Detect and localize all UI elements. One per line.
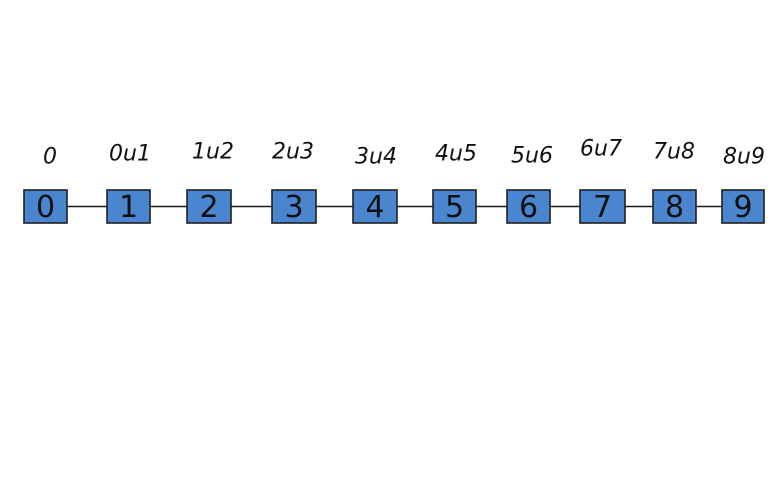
node-digit-2: 2 (199, 190, 218, 225)
top-label-9: 8u9 (723, 145, 765, 170)
node-digit-3: 3 (284, 190, 303, 225)
top-labels-group: 0 0u1 1u2 2u3 3u4 4u5 5u6 6u7 7u8 8u9 (43, 137, 765, 170)
node-digit-6: 6 (519, 190, 538, 225)
node-box-7 (579, 189, 626, 224)
node-4: 4 (352, 189, 398, 225)
node-8: 8 (652, 189, 697, 225)
node-digit-9: 9 (733, 190, 752, 225)
node-digit-4: 4 (365, 190, 384, 225)
node-0: 0 (23, 189, 68, 225)
node-digit-1: 1 (119, 190, 138, 225)
node-2: 2 (186, 189, 232, 225)
node-1: 1 (106, 189, 151, 225)
nodes-group: 0 1 2 3 4 5 6 7 8 9 (23, 189, 765, 225)
top-label-7: 6u7 (580, 137, 622, 162)
top-label-3: 2u3 (272, 140, 314, 165)
node-box-0 (23, 189, 68, 224)
node-box-4 (352, 189, 398, 224)
node-box-3 (271, 189, 317, 224)
node-9: 9 (721, 189, 765, 225)
node-5: 5 (432, 189, 477, 225)
top-label-2: 1u2 (192, 140, 234, 165)
node-digit-8: 8 (665, 190, 684, 225)
node-box-2 (186, 189, 232, 224)
node-box-5 (432, 189, 477, 224)
node-digit-7: 7 (593, 190, 612, 225)
node-3: 3 (271, 189, 317, 225)
node-digit-0: 0 (36, 190, 55, 225)
top-label-5: 4u5 (435, 142, 477, 167)
node-6: 6 (506, 189, 551, 225)
top-label-1: 0u1 (109, 142, 151, 167)
node-digit-5: 5 (445, 190, 464, 225)
top-label-0: 0 (43, 145, 57, 170)
top-label-6: 5u6 (511, 144, 553, 169)
top-label-8: 7u8 (653, 140, 695, 165)
node-box-6 (506, 189, 551, 224)
node-7: 7 (579, 189, 626, 225)
node-box-1 (106, 189, 151, 224)
node-box-8 (652, 189, 697, 224)
node-box-9 (721, 189, 765, 224)
top-label-4: 3u4 (355, 145, 397, 170)
